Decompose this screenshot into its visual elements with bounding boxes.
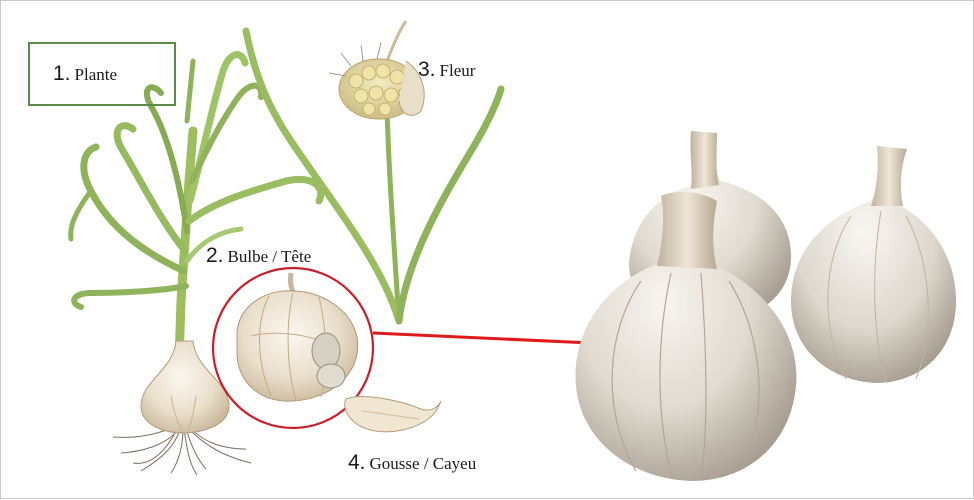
label-plante-text: Plante [75,65,118,84]
label-gousse-text: Gousse / Cayeu [370,454,477,473]
label-plante: 1. Plante [53,63,117,84]
label-gousse: 4. Gousse / Cayeu [348,452,476,473]
clove-illustration [345,397,441,432]
label-fleur-text: Fleur [440,61,476,80]
label-plante-number: 1. [53,62,71,85]
label-fleur: 3. Fleur [418,59,475,80]
garlic-photo [576,131,956,481]
label-fleur-number: 3. [418,58,436,81]
label-gousse-number: 4. [348,451,366,474]
label-bulbe-text: Bulbe / Tête [228,247,312,266]
label-bulbe: 2. Bulbe / Tête [206,245,311,266]
label-bulbe-number: 2. [206,244,224,267]
